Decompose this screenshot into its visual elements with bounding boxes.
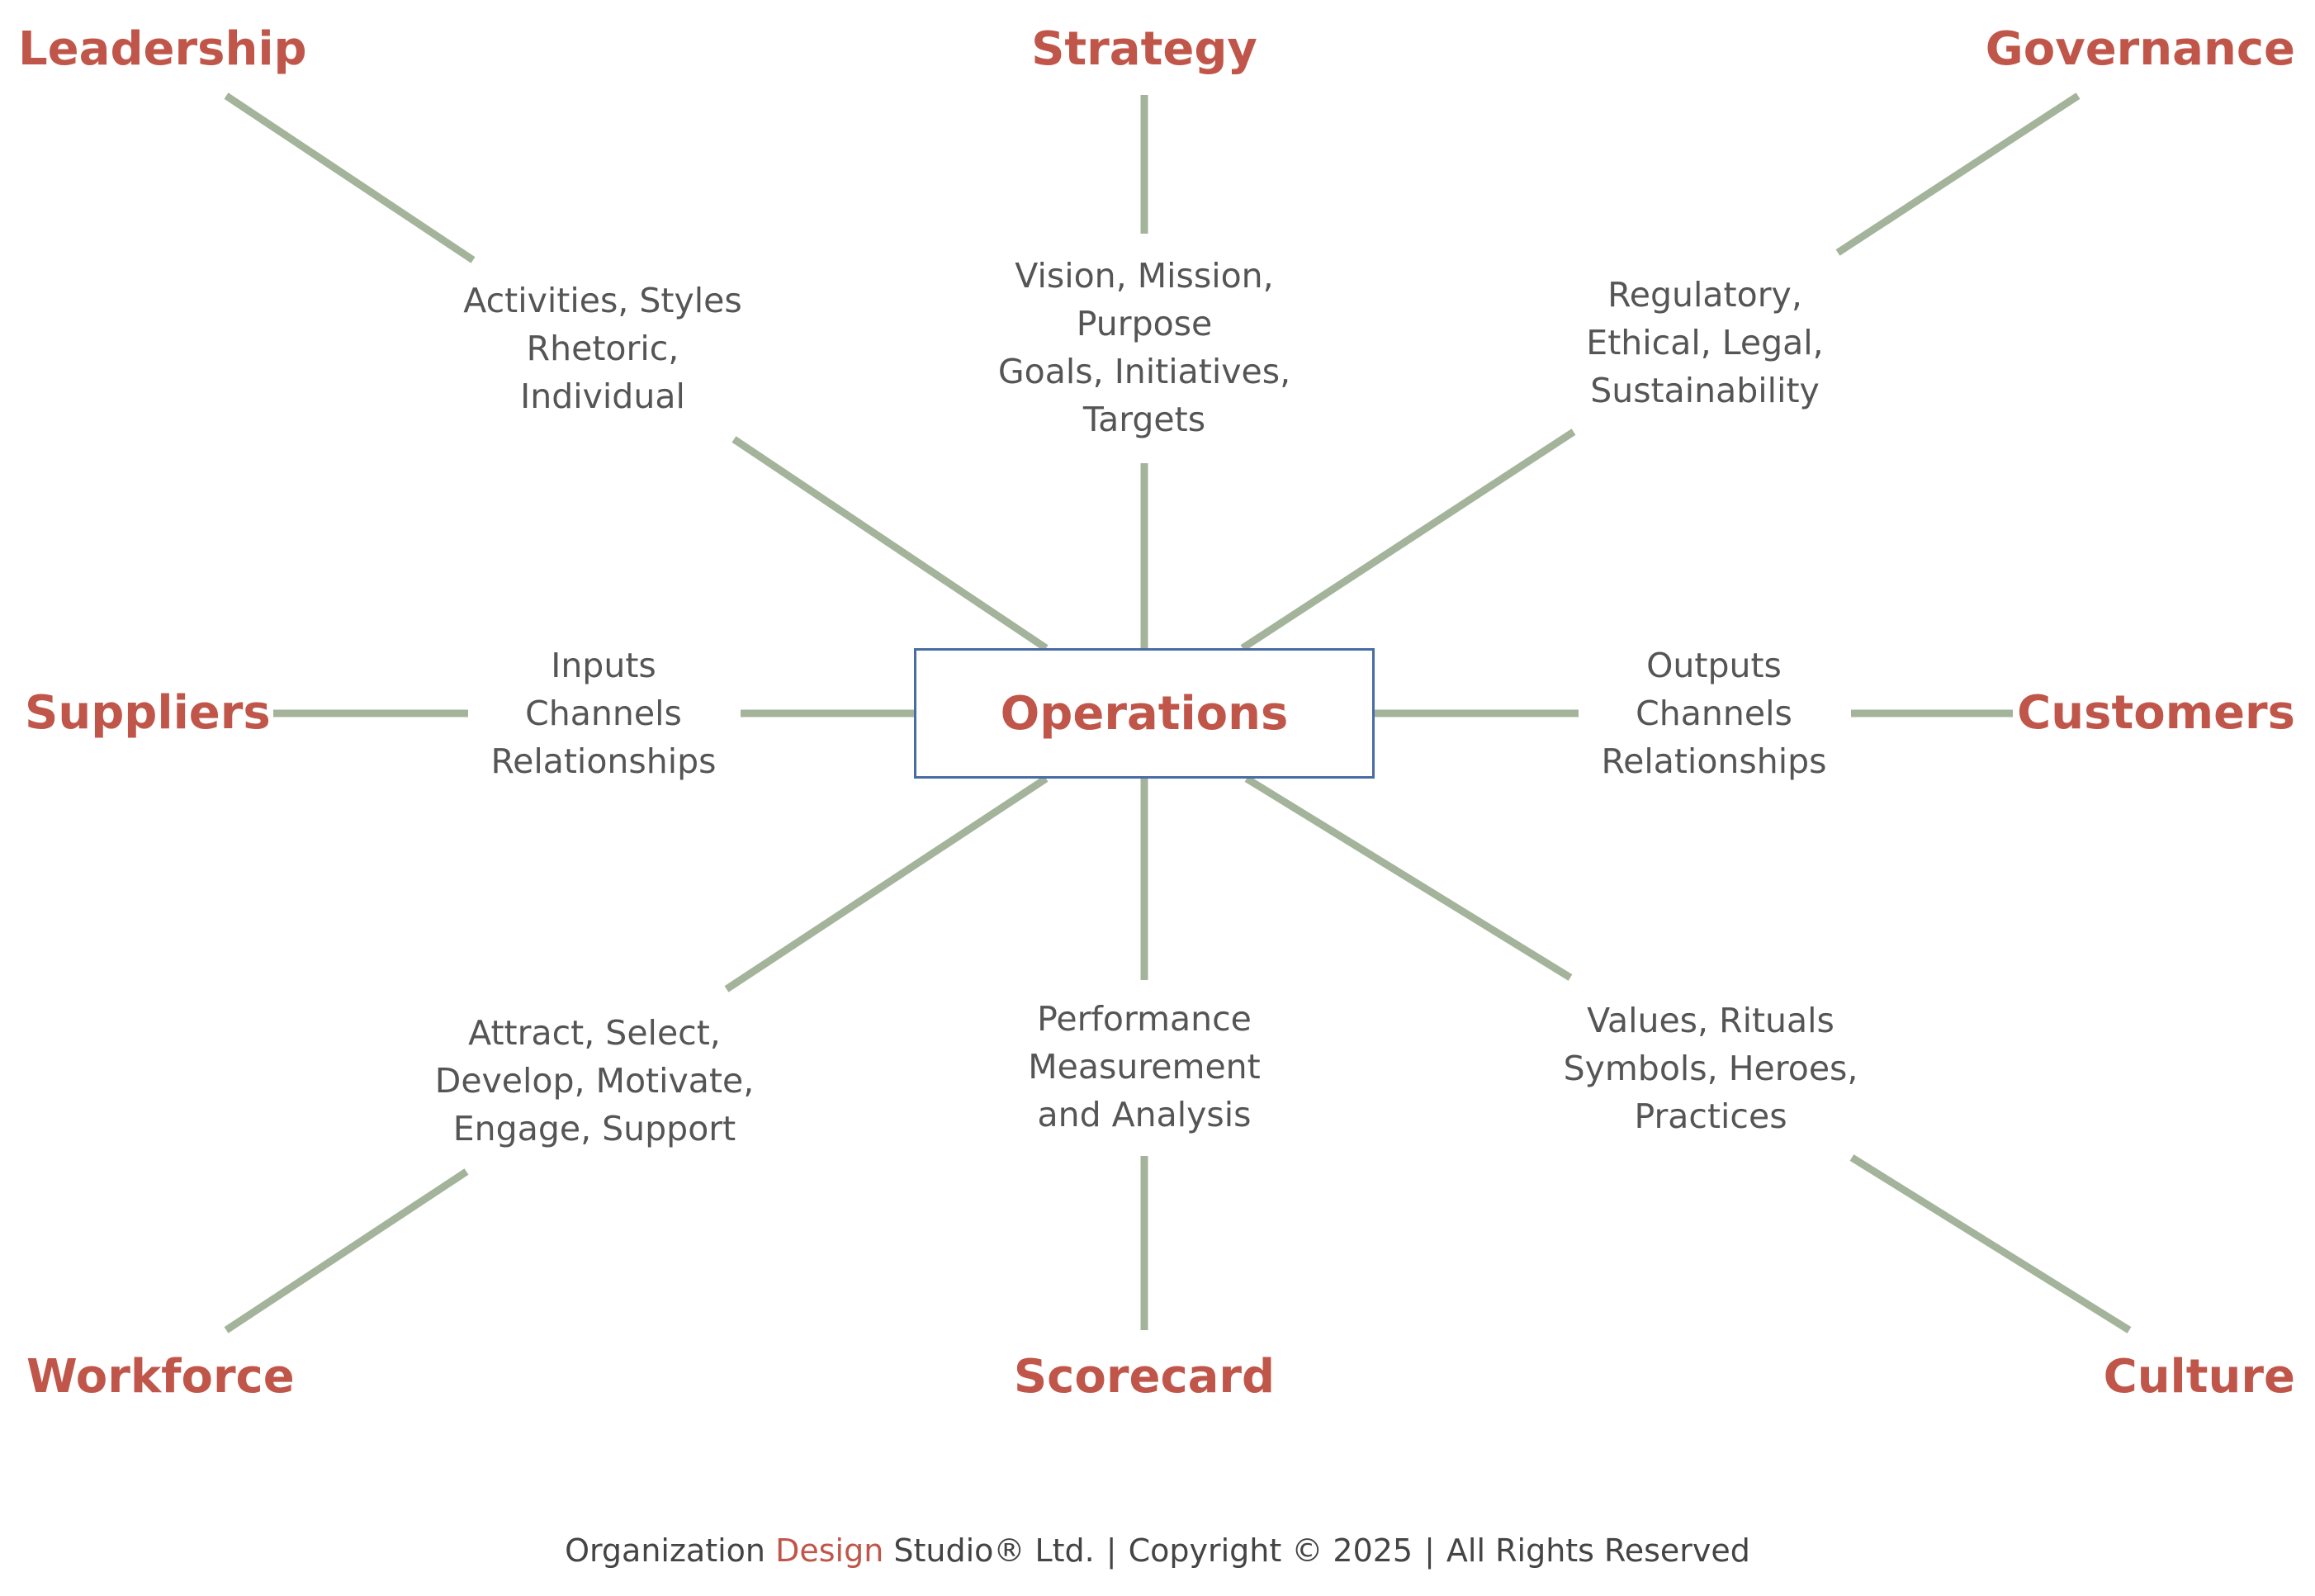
desc-line: Sustainability [1590,371,1820,410]
connector-governance-inner [1240,429,1576,651]
desc-line: Regulatory, [1607,275,1802,315]
footer-rights: All Rights Reserved [1446,1532,1750,1569]
connector-workforce-inner [724,775,1049,992]
node-label-customers: Customers [2017,686,2295,740]
desc-line: Values, Rituals [1587,1001,1834,1040]
connector-workforce-outer [224,1168,469,1333]
desc-strategy: Vision, Mission, Purpose Goals, Initiati… [946,252,1342,443]
desc-line: Develop, Motivate, [434,1061,755,1101]
desc-line: Performance [1037,999,1252,1039]
footer-separator: | [1105,1532,1117,1569]
node-label-workforce: Workforce [26,1350,295,1404]
desc-line: Goals, Initiatives, [997,352,1291,391]
desc-line: Rhetoric, [526,329,679,368]
footer-separator: | [1424,1532,1435,1569]
connector-culture-outer [1849,1154,2132,1333]
desc-line: Relationships [1601,741,1827,781]
desc-line: Measurement [1028,1047,1261,1087]
node-label-governance: Governance [1985,22,2295,76]
node-label-scorecard: Scorecard [1013,1350,1276,1404]
desc-line: Channels [525,694,682,733]
desc-line: Individual [520,377,685,416]
desc-line: Symbols, Heroes, [1563,1049,1858,1088]
desc-line: Inputs [551,646,656,685]
connector-culture-inner [1244,775,1573,981]
desc-workforce: Attract, Select, Develop, Motivate, Enga… [396,1009,793,1153]
desc-line: Purpose [1076,304,1213,343]
desc-culture: Values, Rituals Symbols, Heroes, Practic… [1513,997,1909,1140]
footer-company-accent: Design [775,1532,884,1569]
desc-line: Ethical, Legal, [1586,323,1824,362]
node-label-culture: Culture [2103,1350,2295,1404]
footer-copyright: Organization Design Studio® Ltd. | Copyrig… [0,1532,2315,1569]
desc-customers: Outputs Channels Relationships [1516,642,1912,785]
footer-copyright-text: Copyright © 2025 [1128,1532,1413,1569]
desc-line: Practices [1634,1096,1787,1136]
desc-line: Attract, Select, [468,1013,721,1053]
desc-suppliers: Inputs Channels Relationships [405,642,802,785]
desc-line: Activities, Styles [463,281,742,320]
desc-line: Outputs [1646,646,1782,685]
footer-company-part2: Studio® Ltd. [883,1532,1095,1569]
footer-company-part1: Organization [565,1532,776,1569]
center-box-operations: Operations [914,648,1375,779]
node-label-suppliers: Suppliers [25,686,271,740]
connector-governance-outer [1835,92,2081,256]
connector-leadership-inner [731,436,1049,651]
connector-leadership-outer [224,92,476,263]
desc-line: Targets [1082,400,1206,439]
desc-leadership: Activities, Styles Rhetoric, Individual [405,277,801,420]
desc-line: Vision, Mission, [1015,256,1274,296]
desc-line: and Analysis [1037,1095,1252,1134]
node-label-strategy: Strategy [1031,22,1257,76]
center-label: Operations [1000,686,1289,741]
desc-line: Channels [1636,694,1792,733]
desc-line: Relationships [490,741,717,781]
desc-governance: Regulatory, Ethical, Legal, Sustainabili… [1507,271,1903,414]
desc-line: Engage, Support [452,1109,736,1148]
desc-scorecard: Performance Measurement and Analysis [946,995,1342,1139]
node-label-leadership: Leadership [18,22,307,76]
